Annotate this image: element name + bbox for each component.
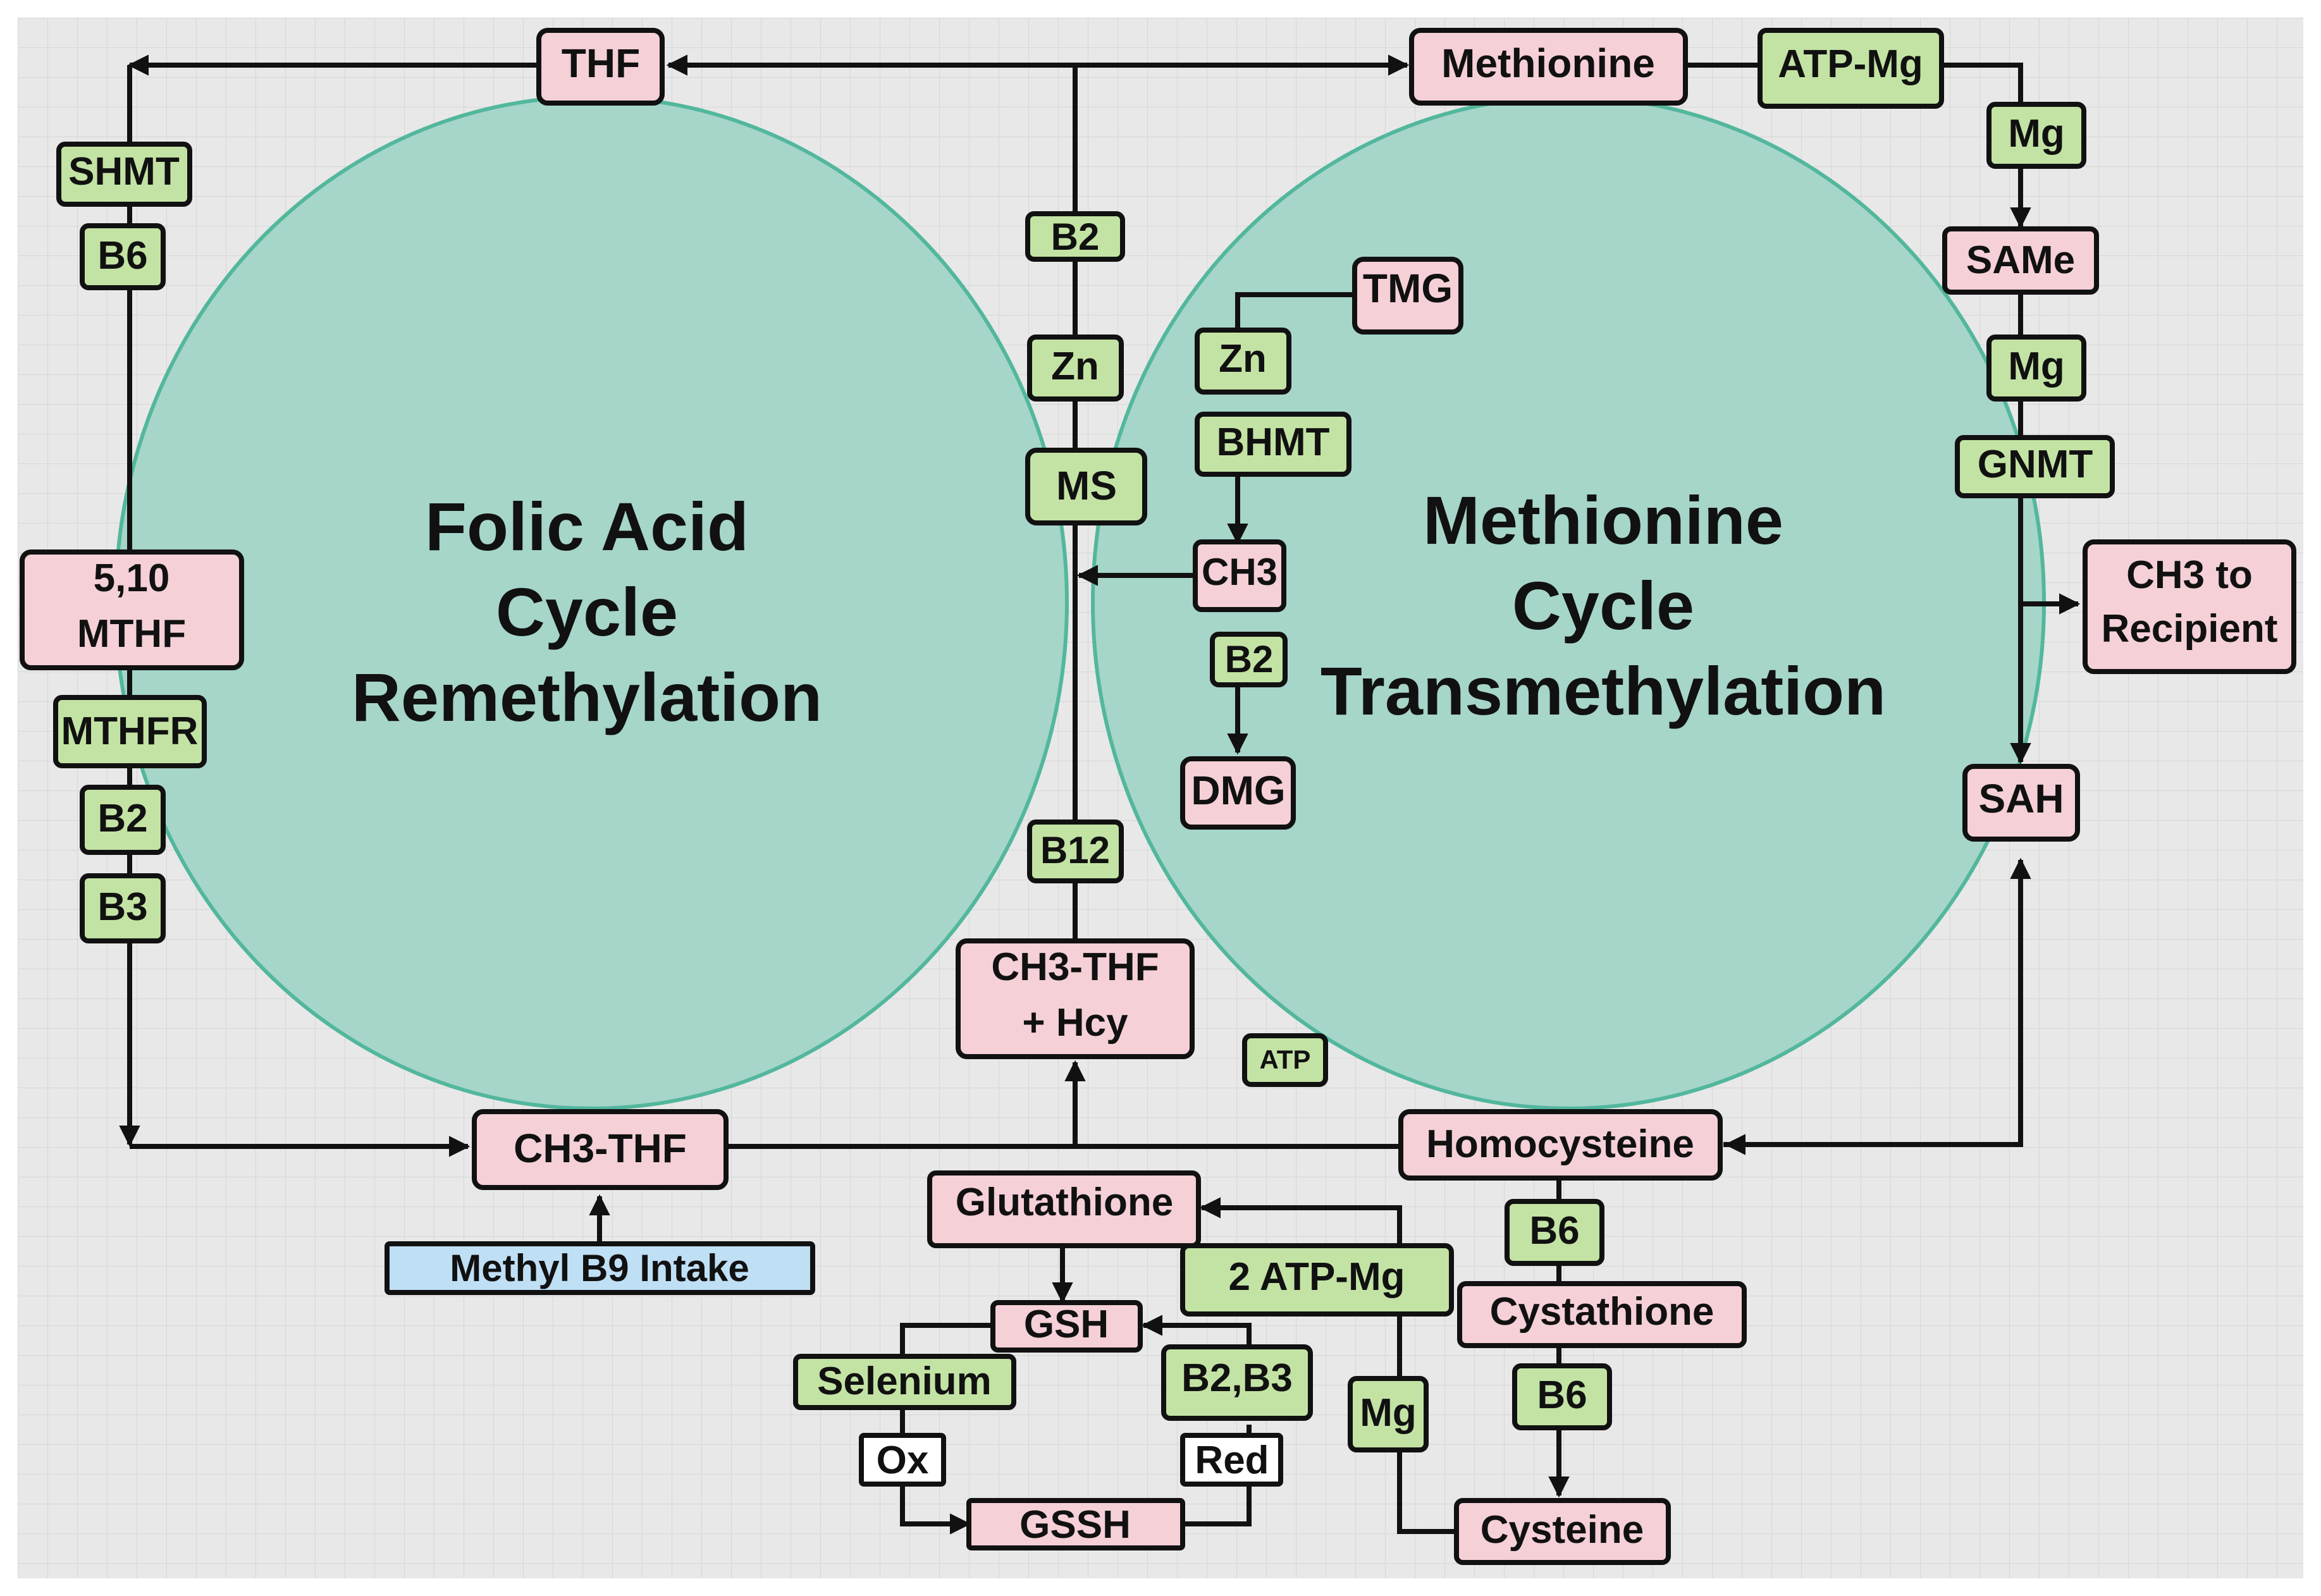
node-glutathione-label: Glutathione xyxy=(956,1181,1173,1224)
cofactor-b3-left[interactable]: B3 xyxy=(80,873,166,943)
node-methionine[interactable]: Methionine xyxy=(1409,28,1688,106)
cofactor-atp-mg-top[interactable]: ATP-Mg xyxy=(1758,28,1944,109)
cofactor-b6-cys[interactable]: B6 xyxy=(1512,1363,1612,1430)
node-homocysteine[interactable]: Homocysteine xyxy=(1398,1109,1723,1181)
methionine-title-line3: Transmethylation xyxy=(1321,653,1886,729)
cofactor-selenium[interactable]: Selenium xyxy=(793,1354,1016,1410)
cofactor-mg-glut[interactable]: Mg xyxy=(1348,1376,1429,1452)
cofactor-b2-center[interactable]: B2 xyxy=(1025,211,1125,262)
label-ox-text: Ox xyxy=(877,1439,929,1482)
cofactor-zn-center-label: Zn xyxy=(1051,345,1099,388)
node-ch3[interactable]: CH3 xyxy=(1193,539,1286,612)
cofactor-atp-mg-top-label: ATP-Mg xyxy=(1778,42,1923,86)
node-ch3-thf-label: CH3-THF xyxy=(514,1126,687,1171)
cofactor-b6-hcy[interactable]: B6 xyxy=(1505,1199,1604,1266)
cofactor-2-atp-mg[interactable]: 2 ATP-Mg xyxy=(1180,1243,1454,1317)
node-cysteine-label: Cysteine xyxy=(1481,1508,1644,1552)
node-tmg[interactable]: TMG xyxy=(1352,257,1463,335)
cofactor-mthfr-label: MTHFR xyxy=(61,709,199,753)
cofactor-b2-center-label: B2 xyxy=(1051,216,1100,258)
cofactor-mg-glut-label: Mg xyxy=(1360,1391,1417,1435)
cofactor-mg-1[interactable]: Mg xyxy=(1986,102,2086,169)
node-tmg-label: TMG xyxy=(1363,266,1453,311)
node-same[interactable]: SAMe xyxy=(1942,226,2099,295)
cofactor-b12-label: B12 xyxy=(1040,829,1110,871)
node-5-10-mthf[interactable]: 5,10 MTHF xyxy=(20,549,244,670)
folic-acid-cycle-title: Folic Acid Cycle Remethylation xyxy=(352,488,822,735)
cofactor-2-atp-mg-label: 2 ATP-Mg xyxy=(1229,1255,1405,1299)
cofactor-mthfr[interactable]: MTHFR xyxy=(53,695,207,768)
cofactor-mg-2[interactable]: Mg xyxy=(1986,335,2086,402)
enzyme-ms[interactable]: MS xyxy=(1025,448,1147,525)
node-ch3-to-recipient[interactable]: CH3 to Recipient xyxy=(2083,539,2296,674)
node-homocysteine-label: Homocysteine xyxy=(1426,1122,1694,1166)
label-red[interactable]: Red xyxy=(1180,1433,1283,1487)
cofactor-b2-dmg-label: B2 xyxy=(1225,638,1274,680)
cofactor-b6-left[interactable]: B6 xyxy=(80,223,166,290)
node-gsh-label: GSH xyxy=(1024,1303,1109,1346)
cofactor-shmt[interactable]: SHMT xyxy=(56,142,192,207)
cofactor-b12[interactable]: B12 xyxy=(1027,819,1124,883)
node-thf-label: THF xyxy=(562,40,640,86)
node-same-label: SAMe xyxy=(1966,238,2075,282)
node-ch3-thf-hcy-line2: + Hcy xyxy=(1022,1001,1128,1045)
node-gssh[interactable]: GSSH xyxy=(966,1498,1185,1550)
node-5-10-mthf-line2: MTHF xyxy=(77,612,186,656)
enzyme-ms-label: MS xyxy=(1056,463,1117,508)
node-ch3-thf-hcy[interactable]: CH3-THF + Hcy xyxy=(956,938,1195,1059)
cofactor-atp-small[interactable]: ATP xyxy=(1242,1033,1328,1087)
cofactor-b6-hcy-label: B6 xyxy=(1529,1209,1579,1253)
label-ox[interactable]: Ox xyxy=(859,1433,946,1487)
node-ch3-thf[interactable]: CH3-THF xyxy=(472,1109,729,1190)
enzyme-bhmt[interactable]: BHMT xyxy=(1195,412,1351,477)
cofactor-b6-left-label: B6 xyxy=(97,234,147,278)
cofactor-mg-1-label: Mg xyxy=(2008,112,2065,156)
cofactor-b2-left[interactable]: B2 xyxy=(80,785,166,855)
cofactor-b6-cys-label: B6 xyxy=(1537,1373,1587,1417)
cofactor-gnmt-label: GNMT xyxy=(1978,443,2093,486)
folic-title-line2: Cycle xyxy=(496,574,678,650)
node-gssh-label: GSSH xyxy=(1019,1503,1131,1547)
cofactor-b2-left-label: B2 xyxy=(97,797,147,840)
methionine-title-line1: Methionine xyxy=(1423,482,1783,558)
folic-title-line1: Folic Acid xyxy=(425,488,749,565)
node-gsh[interactable]: GSH xyxy=(990,1300,1143,1353)
node-5-10-mthf-line1: 5,10 xyxy=(94,556,170,600)
node-cystathionine[interactable]: Cystathione xyxy=(1457,1281,1747,1348)
methionine-cycle-title: Methionine Cycle Transmethylation xyxy=(1321,482,1886,729)
node-thf[interactable]: THF xyxy=(536,28,665,106)
folic-title-line3: Remethylation xyxy=(352,659,822,735)
node-ch3-thf-hcy-line1: CH3-THF xyxy=(991,945,1159,989)
cofactor-zn-bhmt-label: Zn xyxy=(1219,337,1267,381)
methyl-b9-intake-label: Methyl B9 Intake xyxy=(450,1247,749,1289)
cofactor-atp-small-label: ATP xyxy=(1260,1045,1311,1074)
label-red-text: Red xyxy=(1195,1439,1269,1482)
node-dmg-label: DMG xyxy=(1191,768,1285,813)
cofactor-b3-left-label: B3 xyxy=(97,885,147,929)
cofactor-zn-bhmt[interactable]: Zn xyxy=(1195,328,1291,395)
node-ch3-to-recipient-line1: CH3 to xyxy=(2126,553,2253,597)
node-ch3-to-recipient-line2: Recipient xyxy=(2101,607,2277,651)
cofactor-gnmt[interactable]: GNMT xyxy=(1955,435,2115,498)
node-cystathionine-label: Cystathione xyxy=(1490,1290,1715,1334)
enzyme-bhmt-label: BHMT xyxy=(1216,420,1329,464)
cofactor-b2-b3-label: B2,B3 xyxy=(1181,1356,1293,1400)
methionine-title-line2: Cycle xyxy=(1512,567,1694,644)
cofactor-b2-dmg[interactable]: B2 xyxy=(1210,632,1288,687)
node-dmg[interactable]: DMG xyxy=(1180,756,1296,830)
node-glutathione[interactable]: Glutathione xyxy=(927,1170,1201,1248)
cofactor-shmt-label: SHMT xyxy=(68,150,180,193)
cofactor-selenium-label: Selenium xyxy=(817,1360,992,1403)
methyl-b9-intake[interactable]: Methyl B9 Intake xyxy=(385,1241,815,1295)
node-methionine-label: Methionine xyxy=(1441,40,1655,86)
node-ch3-label: CH3 xyxy=(1202,551,1277,593)
cofactor-zn-center[interactable]: Zn xyxy=(1027,335,1124,402)
node-cysteine[interactable]: Cysteine xyxy=(1454,1498,1671,1565)
node-sah-label: SAH xyxy=(1978,776,2064,821)
cofactor-mg-2-label: Mg xyxy=(2008,345,2065,388)
cofactor-b2-b3[interactable]: B2,B3 xyxy=(1161,1344,1313,1421)
node-sah[interactable]: SAH xyxy=(1962,764,2080,842)
